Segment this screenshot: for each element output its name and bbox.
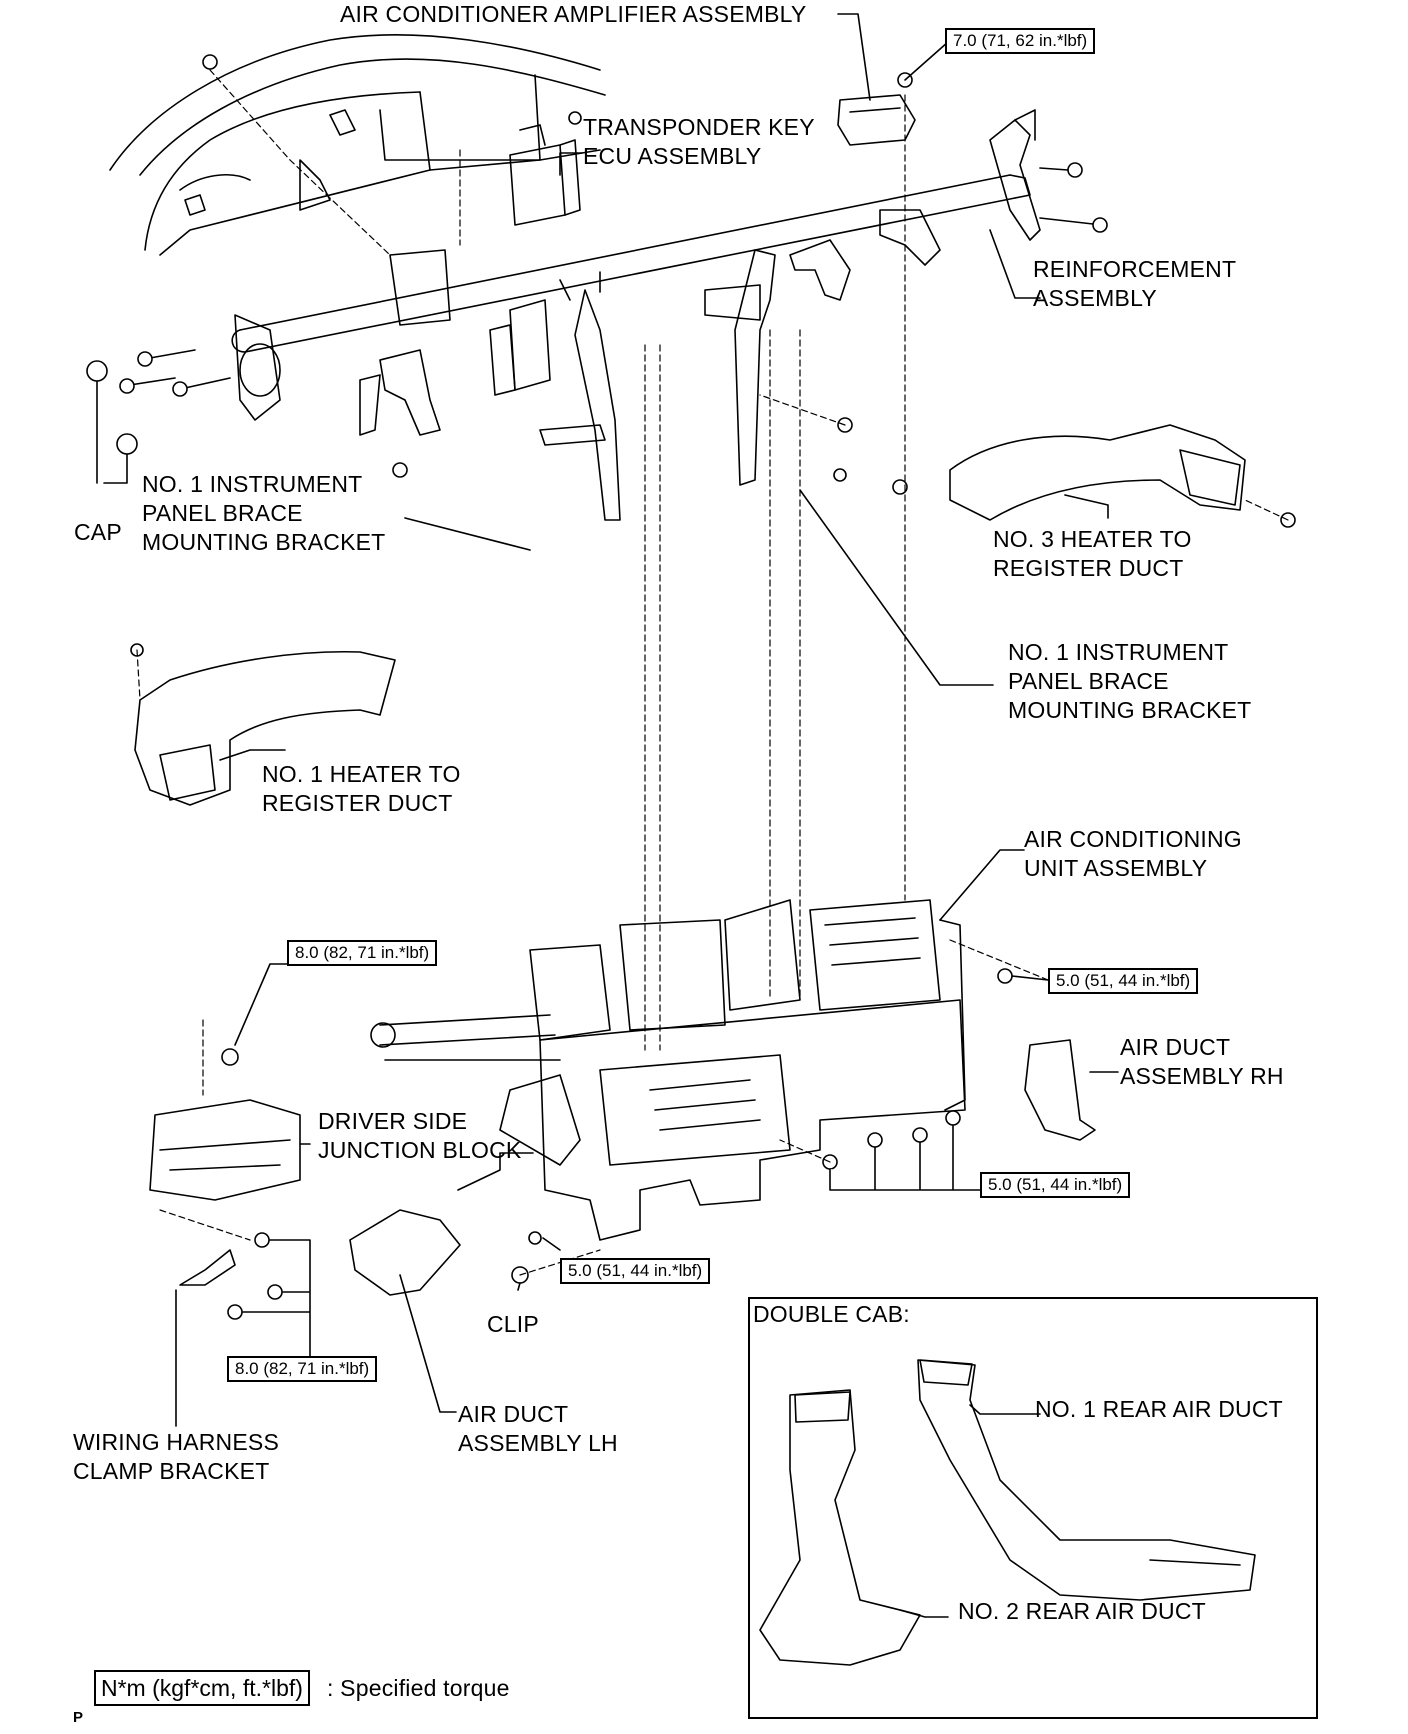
label-no1-instrument-panel-brace-bracket-right: NO. 1 INSTRUMENT PANEL BRACE MOUNTING BR… bbox=[1008, 639, 1252, 723]
label-no1-rear-air-duct: NO. 1 REAR AIR DUCT bbox=[1035, 1396, 1283, 1422]
label-no1-instrument-panel-brace-bracket-left: NO. 1 INSTRUMENT PANEL BRACE MOUNTING BR… bbox=[142, 471, 386, 555]
reinforcement-beam bbox=[231, 109, 1041, 521]
label-transponder-key-ecu: TRANSPONDER KEY ECU ASSEMBLY bbox=[583, 114, 815, 169]
label-clip: CLIP bbox=[487, 1311, 539, 1337]
wiring-harness-bracket-drawing bbox=[179, 1232, 311, 1369]
double-cab-ducts-drawing bbox=[759, 1359, 1256, 1666]
legend-torque-units-box: N*m (kgf*cm, ft.*lbf) bbox=[94, 1670, 310, 1706]
label-no1-heater-to-register-duct: NO. 1 HEATER TO REGISTER DUCT bbox=[262, 761, 461, 816]
label-air-duct-assembly-lh: AIR DUCT ASSEMBLY LH bbox=[458, 1401, 618, 1456]
torque-spec-ac-unit-left: 5.0 (51, 44 in.*lbf) bbox=[560, 1258, 711, 1284]
label-wiring-harness-clamp-bracket: WIRING HARNESS CLAMP BRACKET bbox=[73, 1429, 279, 1484]
label-driver-side-junction-block: DRIVER SIDE JUNCTION BLOCK bbox=[318, 1108, 522, 1163]
label-no3-heater-to-register-duct: NO. 3 HEATER TO REGISTER DUCT bbox=[993, 526, 1192, 581]
junction-block-drawing bbox=[149, 1048, 301, 1201]
label-cap: CAP bbox=[74, 519, 122, 545]
ac-unit-bolts bbox=[542, 968, 1049, 1251]
cap-parts bbox=[86, 360, 138, 484]
label-double-cab: DOUBLE CAB: bbox=[753, 1301, 910, 1327]
label-no2-rear-air-duct: NO. 2 REAR AIR DUCT bbox=[958, 1598, 1206, 1624]
label-ac-unit-assembly: AIR CONDITIONING UNIT ASSEMBLY bbox=[1024, 826, 1242, 881]
torque-spec-ac-unit-bottom: 5.0 (51, 44 in.*lbf) bbox=[980, 1172, 1131, 1198]
torque-spec-junction-block-top: 8.0 (82, 71 in.*lbf) bbox=[287, 940, 438, 966]
label-air-duct-assembly-rh: AIR DUCT ASSEMBLY RH bbox=[1120, 1034, 1284, 1089]
installation-guide-lines bbox=[136, 69, 1289, 1276]
ac-amplifier-drawing bbox=[837, 94, 916, 146]
air-duct-rh-drawing bbox=[1024, 1039, 1096, 1141]
torque-spec-junction-block-bottom: 8.0 (82, 71 in.*lbf) bbox=[227, 1356, 378, 1382]
torque-spec-ac-unit-right: 5.0 (51, 44 in.*lbf) bbox=[1048, 968, 1199, 994]
footer-mark: P bbox=[73, 1709, 84, 1726]
double-cab-inset bbox=[748, 1297, 1318, 1719]
label-ac-amplifier-assembly: AIR CONDITIONER AMPLIFIER ASSEMBLY bbox=[340, 1, 807, 27]
label-reinforcement-assembly: REINFORCEMENT ASSEMBLY bbox=[1033, 256, 1237, 311]
torque-spec-amplifier: 7.0 (71, 62 in.*lbf) bbox=[945, 28, 1096, 54]
air-duct-lh-drawing bbox=[349, 1209, 542, 1296]
ac-unit-drawing bbox=[370, 899, 966, 1241]
heater-duct-3-drawing bbox=[949, 424, 1296, 528]
transponder-key-ecu-drawing bbox=[509, 124, 581, 226]
legend-specified-torque-text: : Specified torque bbox=[327, 1675, 510, 1701]
